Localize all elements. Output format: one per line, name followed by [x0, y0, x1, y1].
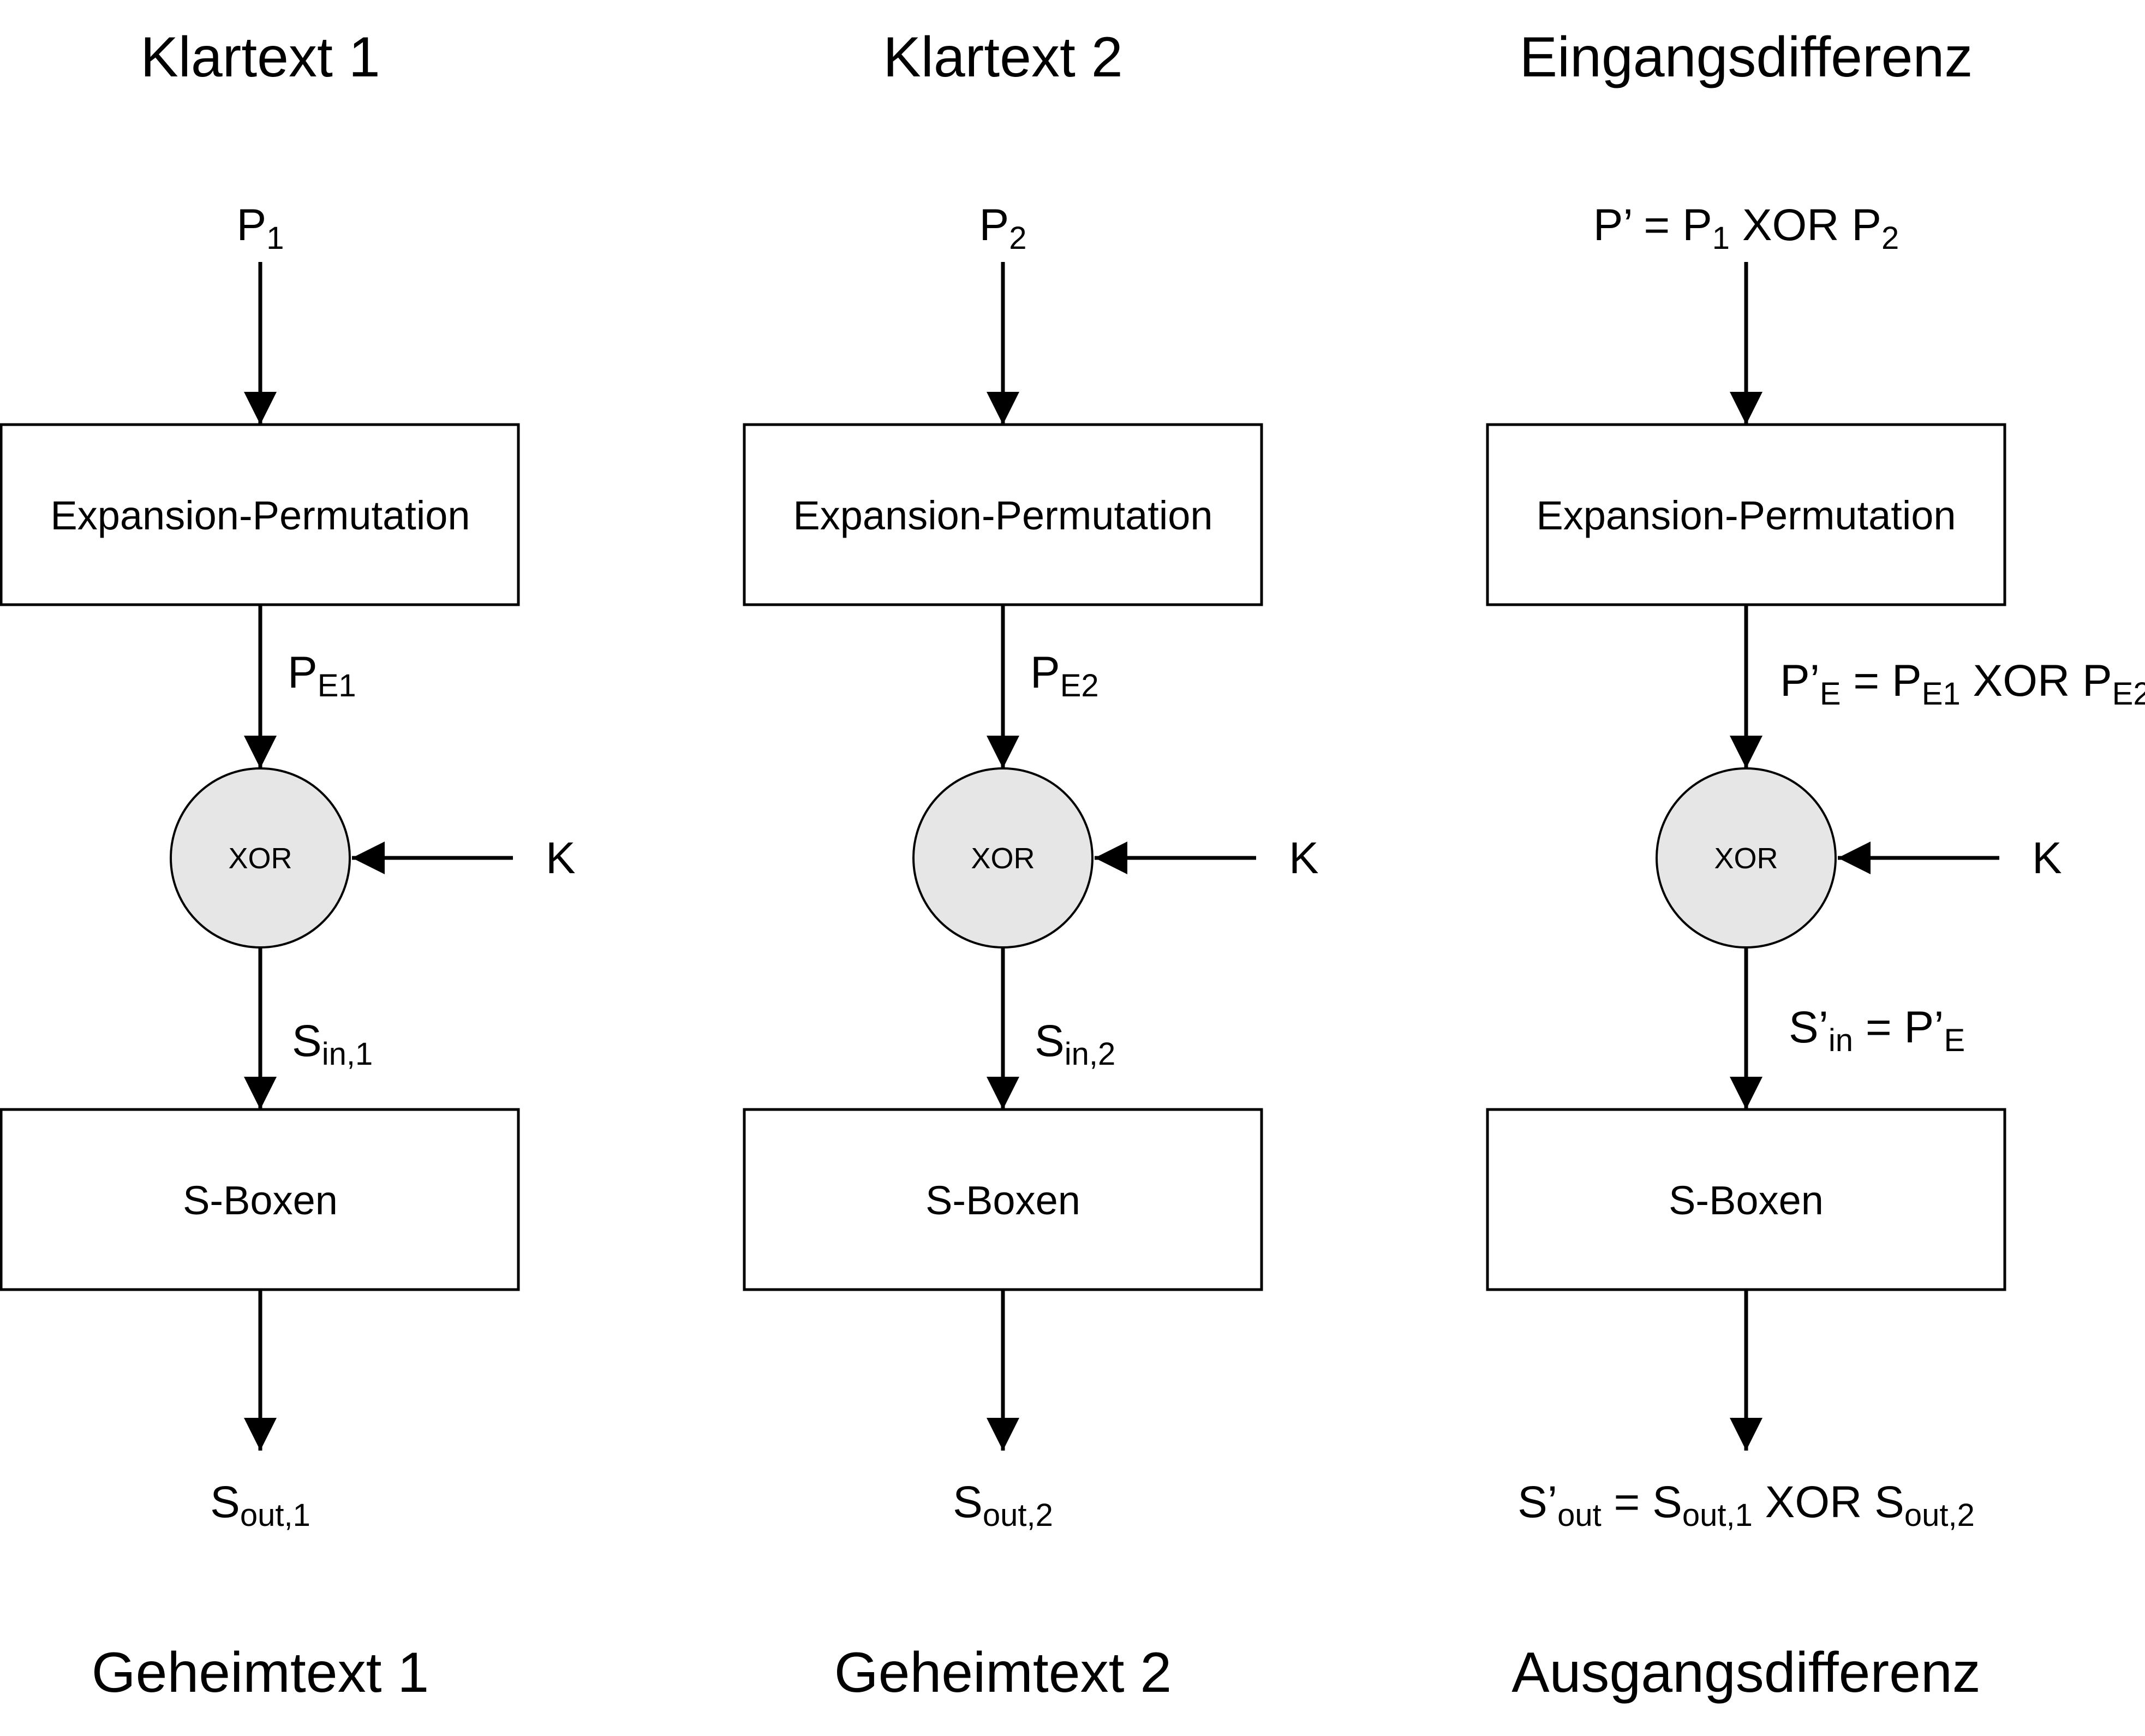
input-label-1: P1: [237, 200, 284, 256]
output-label-2: Sout,2: [953, 1477, 1053, 1533]
xor-label-2: XOR: [971, 842, 1035, 875]
input-diff-label: P’ = P1 XOR P2: [1593, 200, 1899, 256]
column-2-footer: Geheimtext 2: [834, 1641, 1172, 1704]
column-2-header: Klartext 2: [883, 26, 1122, 89]
s-boxen-label-3: S-Boxen: [1669, 1178, 1824, 1223]
output-diff-label: S’out = Sout,1 XOR Sout,2: [1517, 1477, 1975, 1533]
output-label-1: Sout,1: [210, 1477, 310, 1533]
pe-diff-label: P’E = PE1 XOR PE2: [1780, 656, 2145, 712]
s-boxen-label-1: S-Boxen: [183, 1178, 338, 1223]
column-1-header: Klartext 1: [140, 26, 380, 89]
s-boxen-box-1: [0, 1108, 520, 1291]
expansion-permutation-label-2: Expansion-Permutation: [793, 493, 1212, 538]
column-1: Klartext 1 P1 Expansion-Permutation PE1 …: [0, 26, 576, 1704]
sin-diff-label: S’in = P’E: [1789, 1003, 1965, 1058]
expansion-permutation-box-3: [1486, 423, 2006, 606]
xor-label-1: XOR: [228, 842, 292, 875]
s-boxen-label-2: S-Boxen: [925, 1178, 1080, 1223]
sin-label-2: Sin,2: [1035, 1016, 1115, 1072]
key-label-2: K: [1289, 833, 1319, 883]
xor-label-3: XOR: [1714, 842, 1778, 875]
column-2: Klartext 2 P2 Expansion-Permutation PE2 …: [743, 26, 1319, 1704]
column-3-header: Eingangsdifferenz: [1520, 26, 1973, 89]
key-label-3: K: [2032, 833, 2062, 883]
s-boxen-box-2: [743, 1108, 1263, 1291]
pe-label-1: PE1: [288, 648, 356, 703]
sin-label-1: Sin,1: [292, 1016, 373, 1072]
key-label-1: K: [546, 833, 576, 883]
pe-label-2: PE2: [1030, 648, 1099, 703]
column-3: Eingangsdifferenz P’ = P1 XOR P2 Expansi…: [1486, 26, 2145, 1704]
expansion-permutation-label-3: Expansion-Permutation: [1536, 493, 1956, 538]
expansion-permutation-label-1: Expansion-Permutation: [50, 493, 470, 538]
column-1-footer: Geheimtext 1: [92, 1641, 429, 1704]
input-label-2: P2: [979, 200, 1027, 256]
column-3-footer: Ausgangsdifferenz: [1511, 1641, 1981, 1704]
s-boxen-box-3: [1486, 1108, 2006, 1291]
